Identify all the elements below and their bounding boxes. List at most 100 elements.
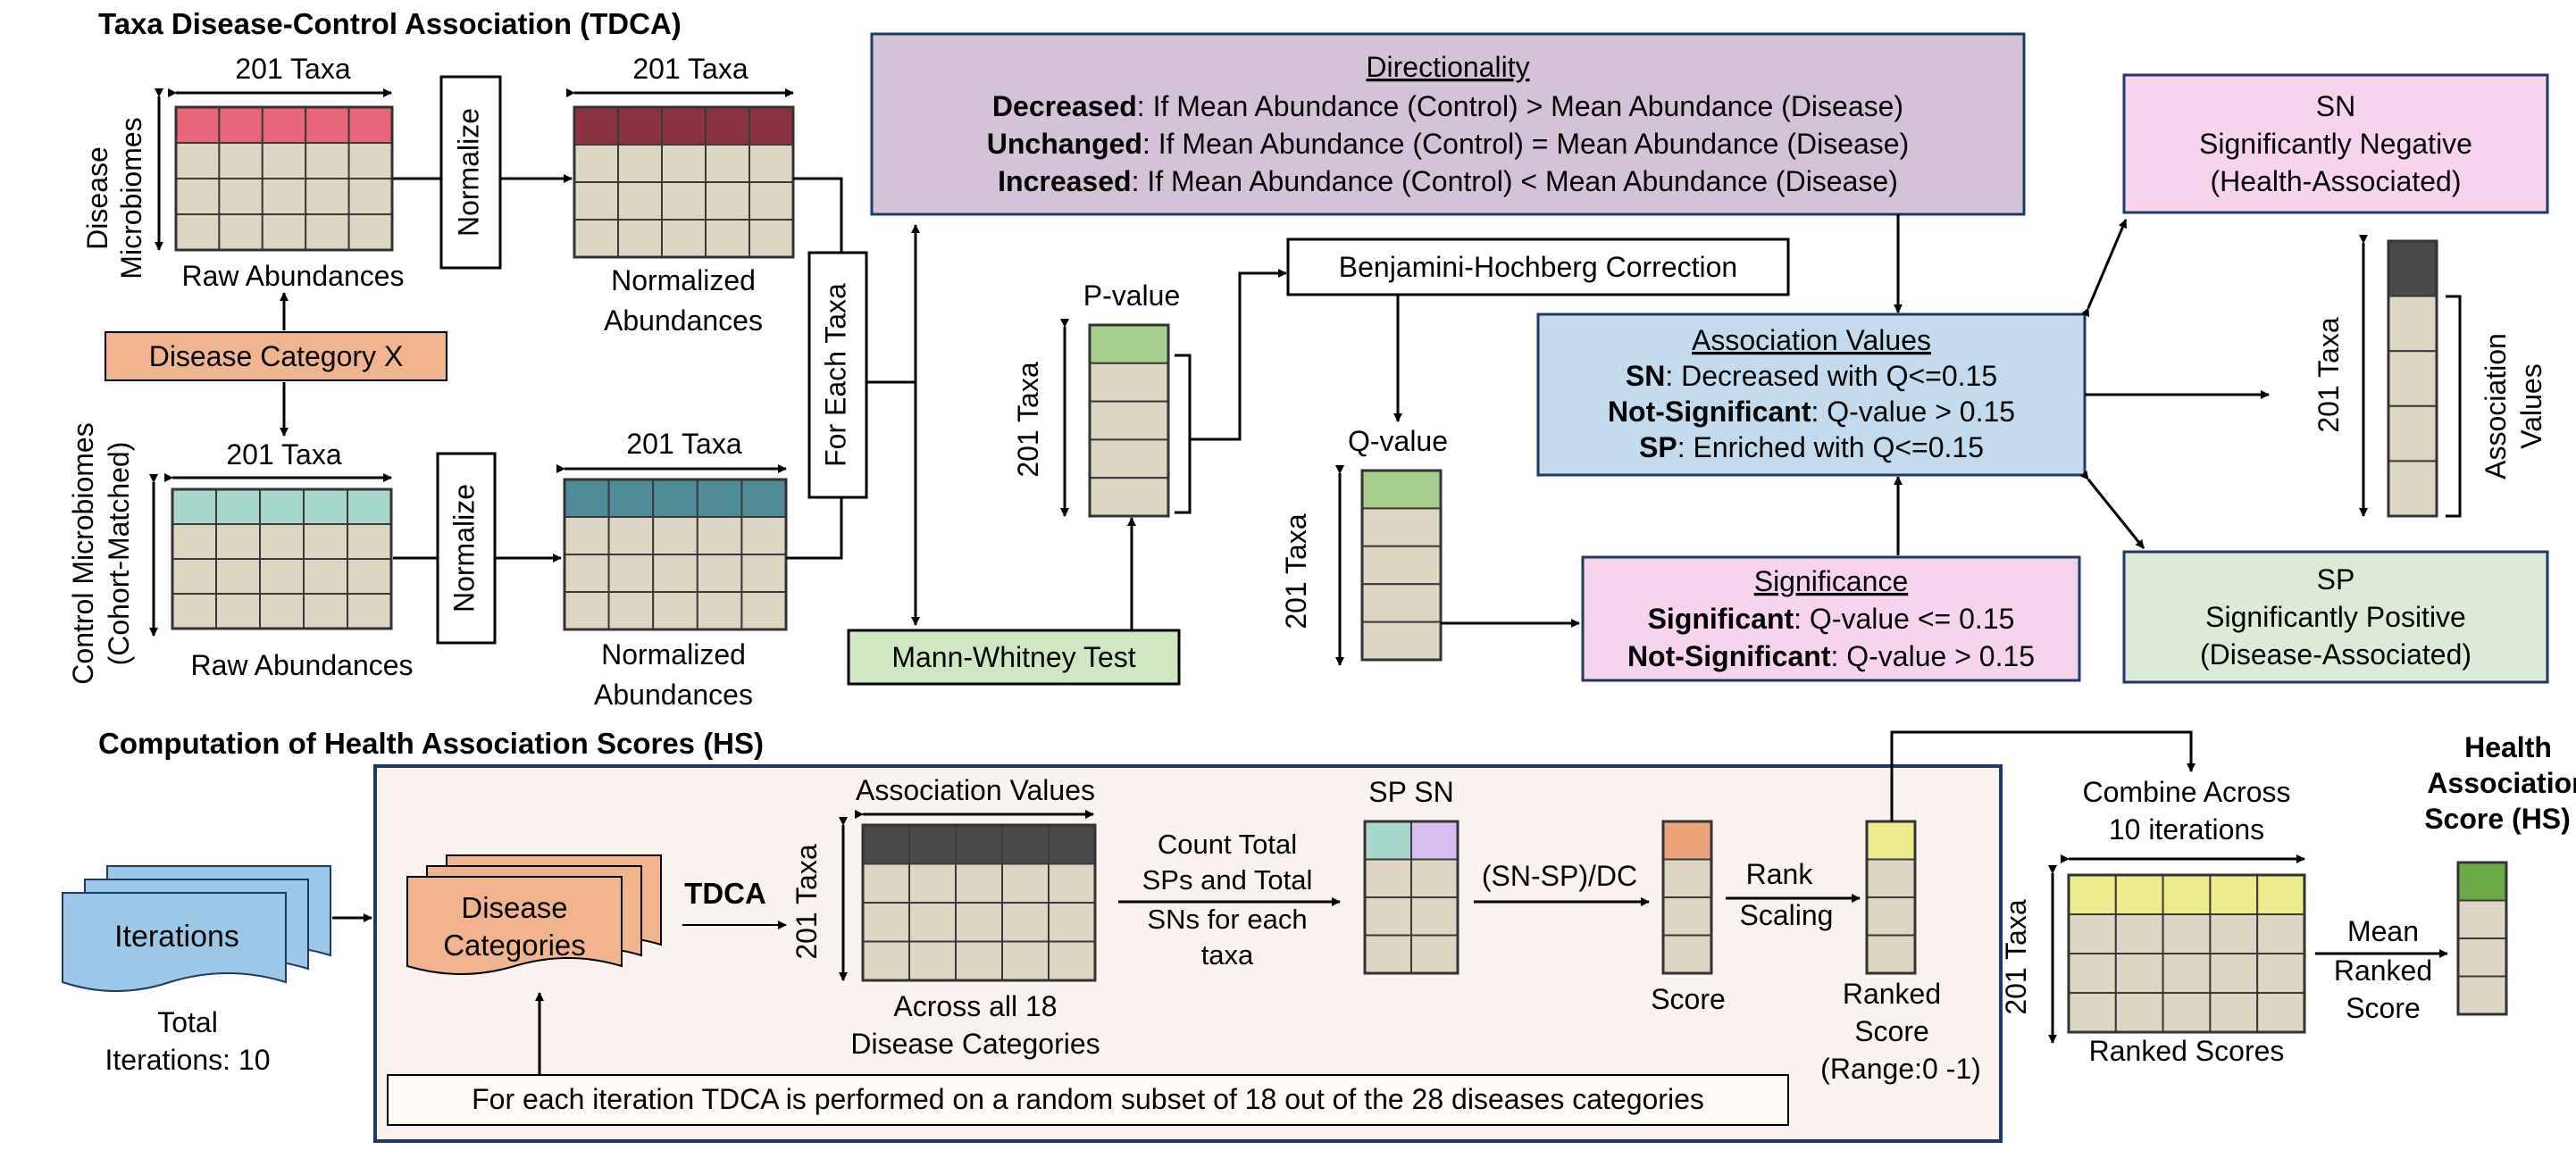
grid-header-cell [347,106,394,144]
grid-header-cell [2457,862,2507,902]
mann-whitney-label: Mann-Whitney Test [891,641,1135,673]
count-label-2: SPs and Total [1142,864,1313,896]
hs-title-3: Score (HS) [2424,803,2571,835]
footnote-box [387,1074,1789,1126]
grid-cell [1410,896,1459,937]
raw-abundances-label: Raw Abundances [190,649,413,681]
grid-header-cell [1364,821,1412,861]
grid-cell [2388,350,2438,407]
not-significant-bold: Not-Significant [1627,640,1831,672]
grid-header-cell [1410,821,1459,861]
grid-cell [305,178,350,215]
grid-cell [908,902,957,943]
qvalue-taxa-label: 201 Taxa [1280,513,1312,629]
sp-sn-grid [1363,820,1459,975]
grid-border [1363,820,1459,975]
grid-border [2067,873,2306,1034]
grid-cell [1001,862,1050,904]
association-ns: Not-Significant: Q-value > 0.15 [1608,396,2015,428]
grid-cell [1866,896,1916,937]
grid-cell [218,142,263,179]
grid-cell [347,142,394,179]
grid-border [174,105,394,252]
sn-box [2122,73,2549,214]
bottom-assoc-taxa-label: 201 Taxa [790,844,823,960]
sp-box-title: SP [2317,563,2355,596]
grid-cell [652,516,698,555]
grid-cell [955,902,1003,943]
grid-cell [749,181,794,221]
score-label: Score [1651,983,1726,1015]
mann-whitney-box [847,629,1181,686]
grid-cell [908,940,957,981]
bh-correction-label: Benjamini-Hochberg Correction [1339,251,1737,283]
association-sp: SP: Enriched with Q<=0.15 [1639,431,1984,463]
grid-cell [171,523,217,560]
assoc-column-label-1: Association [2480,333,2512,479]
hs-column [2456,861,2508,1016]
grid-cell [215,523,261,560]
grid-cell [1662,934,1712,974]
arrow-association-to-sp [2079,470,2145,549]
grid-cell [617,219,663,258]
grid-cell [2114,992,2164,1033]
grid-cell [607,554,655,593]
normalized-label-1: Normalized [611,264,756,296]
significant-bold: Significant [1648,603,1794,635]
pvalue-taxa-label: 201 Taxa [1012,362,1044,478]
grid-header-cell [573,106,619,146]
grid-header-cell [652,479,698,518]
pvalue-label: P-value [1083,279,1181,312]
qvalue-label: Q-value [1348,425,1448,457]
grid-cell [215,558,261,595]
grid-cell [661,144,707,183]
grid-cell [617,144,663,183]
grid-cell [1361,545,1442,586]
bottom-assoc-grid [861,823,1097,982]
grid-cell [652,591,698,630]
bh-correction-box [1286,238,1790,296]
grid-cell [2209,913,2259,954]
association-sn: SN: Decreased with Q<=0.15 [1626,360,1997,392]
grid-header-cell [261,106,307,144]
taxa-label-raw-control: 201 Taxa [226,438,342,471]
grid-cell [175,178,221,215]
grid-cell [1048,940,1096,981]
grid-border [573,105,795,259]
grid-cell [2256,913,2305,954]
grid-cell [218,178,263,215]
grid-header-cell [347,488,392,525]
significant-text: : Q-value <= 0.15 [1794,603,2014,635]
raw-disease-grid [174,105,394,252]
grid-cell [1361,621,1442,661]
grid-header-cell [1089,324,1169,364]
sp-sn-label: SP SN [1368,776,1453,808]
formula-label: (SN-SP)/DC [1482,860,1637,892]
disease-side-label-2: Microbiomes [115,117,147,279]
disease-side-label: Disease [81,146,113,250]
hs-section-title: Computation of Health Association Scores… [98,727,764,760]
normalize-box-control [436,452,497,645]
grid-header-cell [1361,470,1442,510]
grid-cell [661,181,707,221]
grid-cell [955,862,1003,904]
ranked-scores-grid [2067,873,2306,1034]
ranked-scores-label: Ranked Scores [2089,1035,2285,1067]
grid-cell [1089,477,1169,518]
qvalue-column [1360,469,1443,662]
grid-cell [955,940,1003,981]
normalized-label-2: Abundances [594,679,753,711]
grid-cell [2162,992,2212,1033]
not-significant-text: : Q-value > 0.15 [1830,640,2035,672]
grid-header-cell [2162,874,2212,915]
grid-header-cell [661,106,707,146]
across-label-1: Across all 18 [893,990,1057,1022]
grid-header-cell [2114,874,2164,915]
grid-cell [2256,953,2305,994]
combine-label-1: Combine Across [2083,776,2291,808]
grid-header-cell [696,479,743,518]
grid-cell [740,516,788,555]
connector-pvalue-to-bh [1190,269,1287,441]
grid-cell [2457,975,2507,1015]
directionality-increased: Increased: If Mean Abundance (Control) <… [998,165,1898,197]
